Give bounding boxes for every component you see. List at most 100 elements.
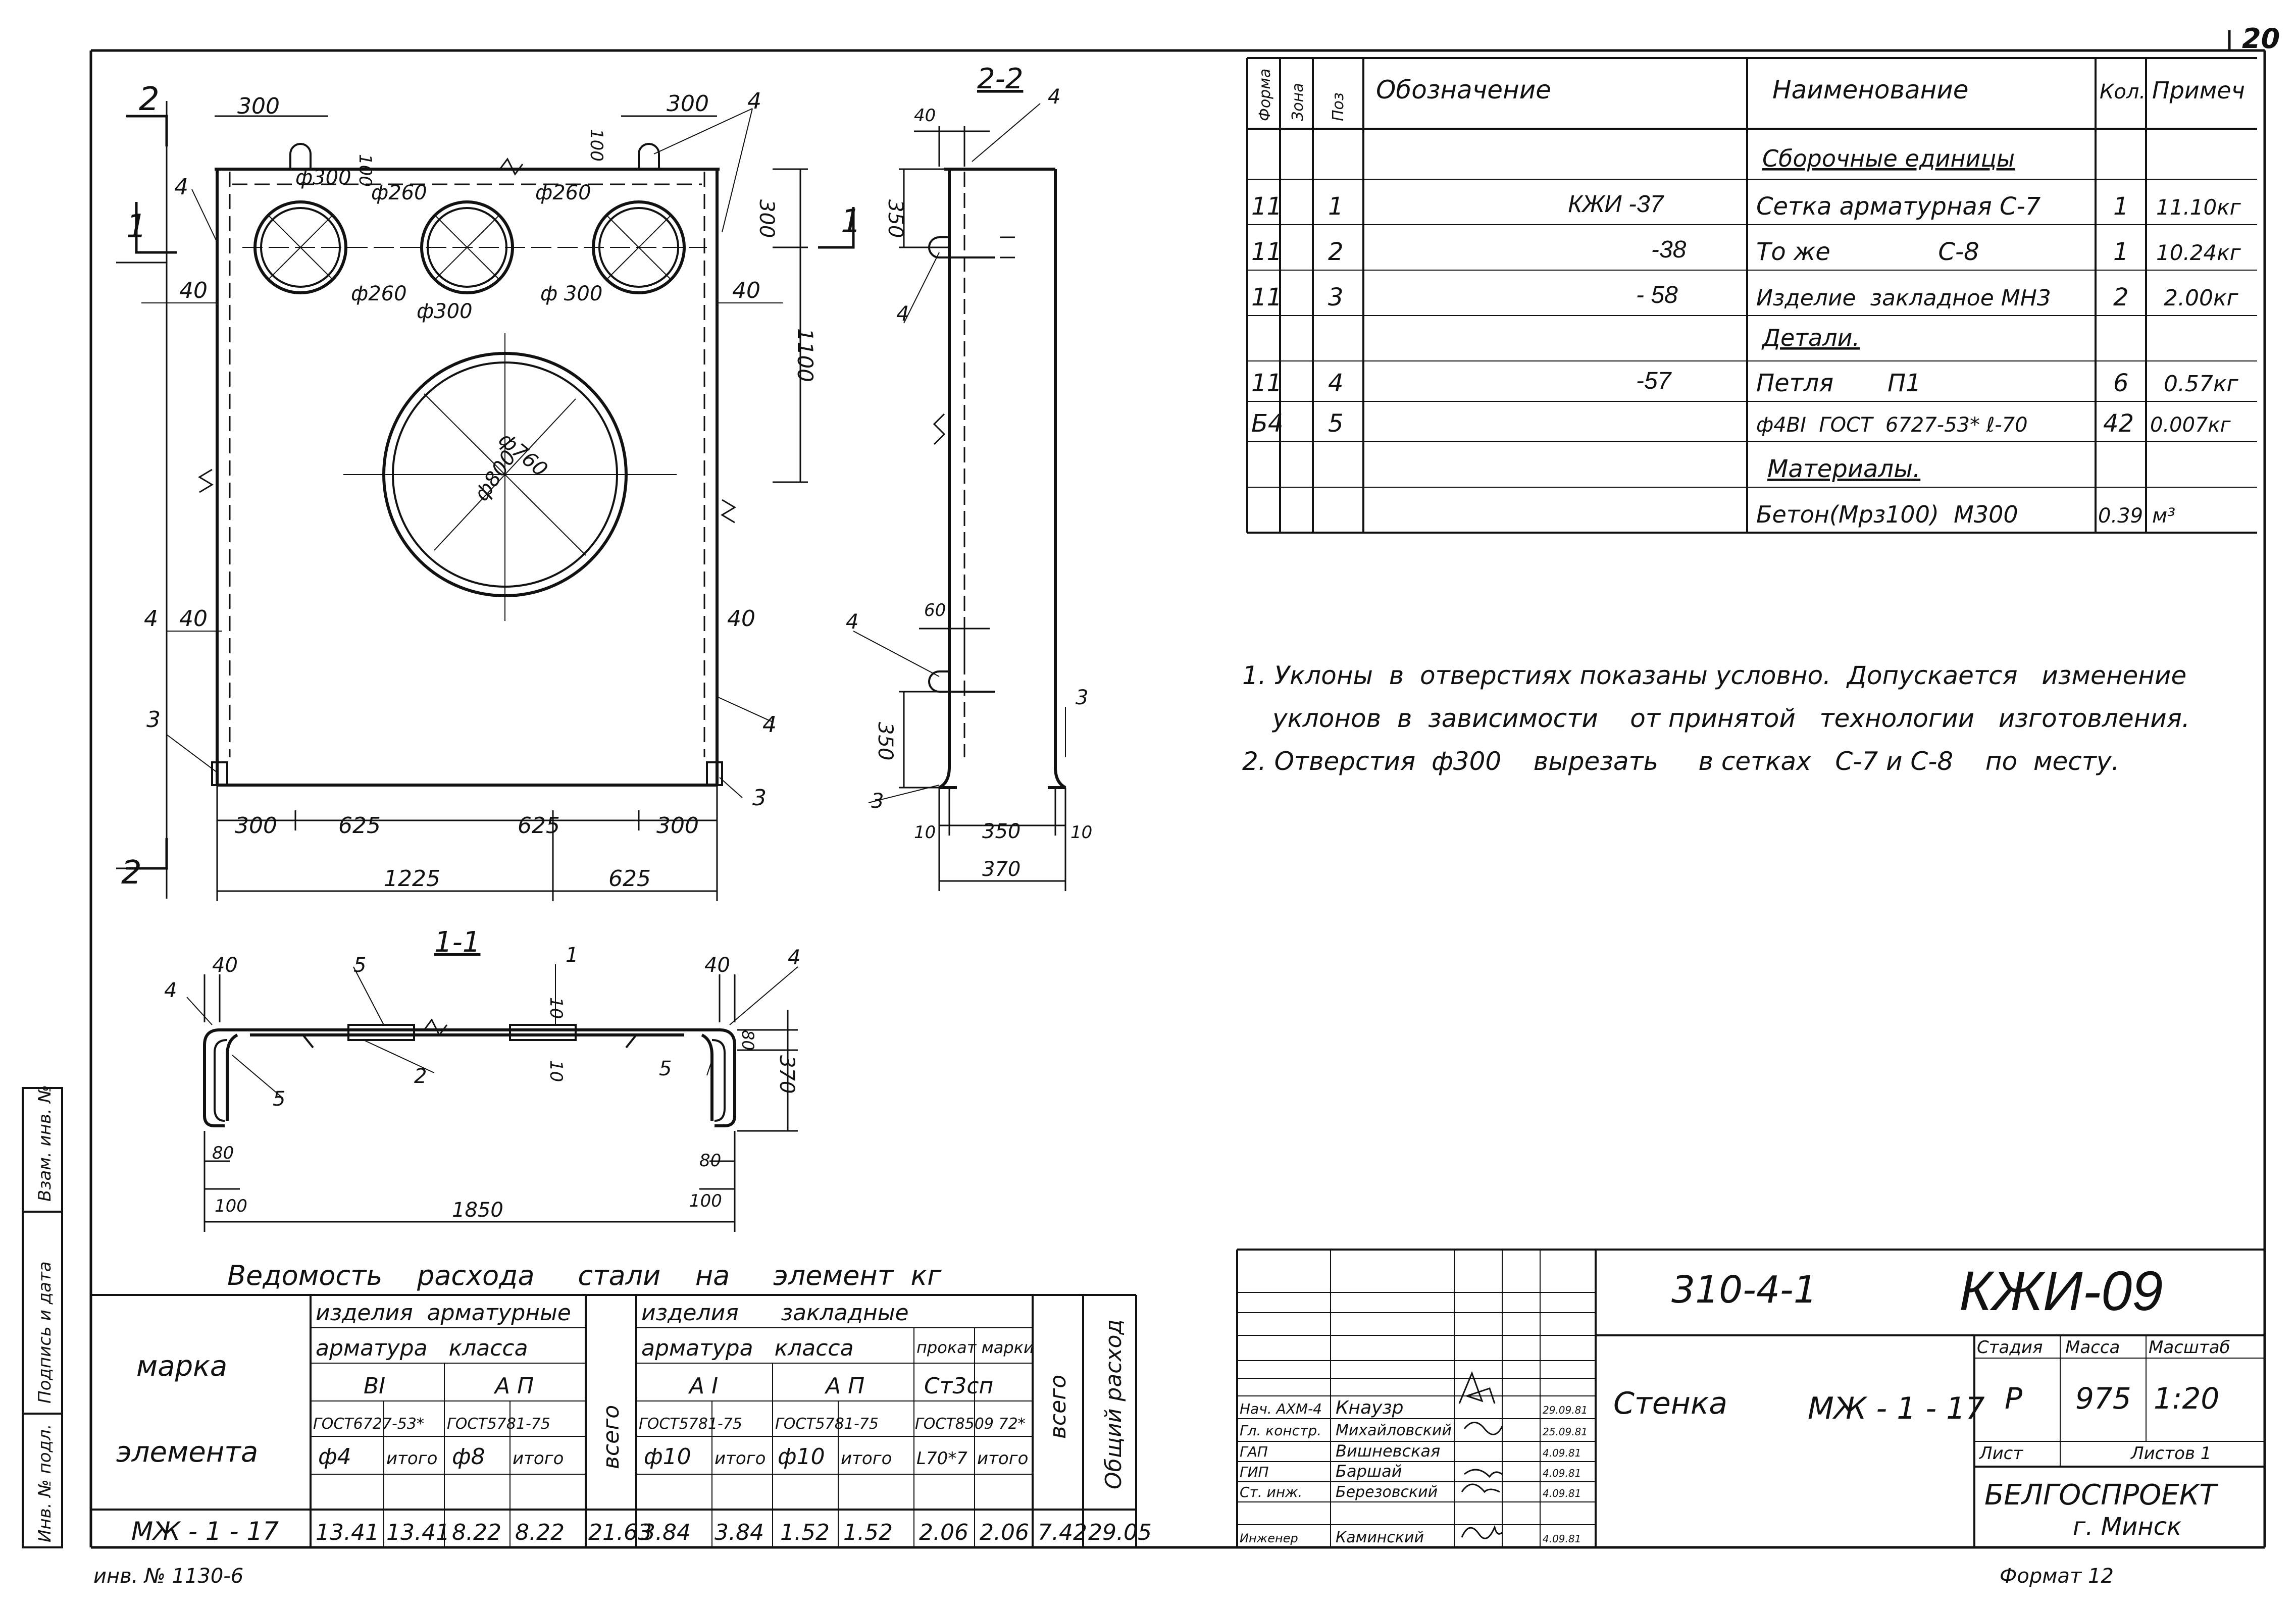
steel-val-3: 8.22 — [452, 1520, 501, 1545]
title-block — [1236, 1249, 2265, 1547]
sec11-pos2: 2 — [414, 1065, 427, 1088]
spec-section-details: Детали. — [1761, 324, 1860, 351]
spec-row1-prim: 11.10кг — [2156, 195, 2241, 220]
spec-row2-forma: 11 — [1251, 238, 1282, 266]
spec-row1-oboz: КЖИ -37 — [1568, 191, 1665, 218]
spec-row6-kol: 0.39 — [2098, 504, 2143, 528]
dim-300-top-left: 300 — [237, 93, 280, 119]
dim-40-right-top: 40 — [732, 278, 760, 303]
person-5-name: Березовский — [1336, 1483, 1438, 1501]
steel-gost-3: ГОСТ5781-75 — [639, 1415, 742, 1433]
steel-table-title: Ведомость расхода стали на элемент кг — [227, 1260, 942, 1291]
steel-L70: L70*7 — [916, 1448, 967, 1469]
side-dim-10a: 10 — [914, 822, 936, 843]
steel-izd-arm: изделия арматурные — [316, 1300, 571, 1326]
side-pos4-top: 4 — [1048, 85, 1060, 109]
spec-row4-forma: 11 — [1251, 369, 1282, 397]
spec-row4-prim: 0.57кг — [2164, 371, 2239, 397]
cut-mark-1-left: 1 — [126, 208, 147, 245]
spec-row5-forma: Б4 — [1251, 409, 1283, 438]
steel-vsego-1: всего — [598, 1405, 624, 1469]
person-4-date: 4.09.81 — [1543, 1467, 1581, 1479]
steel-gost-2: ГОСТ5781-75 — [447, 1415, 550, 1433]
steel-val-6: 3.84 — [641, 1520, 691, 1545]
person-6-role: Инженер — [1240, 1531, 1298, 1545]
stamp-city: г. Минск — [2073, 1513, 2181, 1541]
side-dim-40: 40 — [914, 106, 936, 126]
steel-izd-zakl: изделия закладные — [641, 1300, 909, 1326]
sec11-dim-1850: 1850 — [452, 1199, 503, 1222]
spec-row4-naim: Петля П1 — [1756, 369, 1921, 397]
stamp-list: Лист — [1978, 1443, 2023, 1464]
spec-header-naimenovanie: Наименование — [1772, 75, 1969, 105]
steel-val-9: 1.52 — [843, 1520, 893, 1545]
steel-val-12: 7.42 — [1038, 1520, 1087, 1545]
title-name-b: МЖ - 1 - 17 — [1808, 1391, 1985, 1426]
steel-gost-5: ГОСТ8509 72* — [915, 1415, 1026, 1433]
sec11-dim-40-left: 40 — [212, 954, 238, 977]
side-stamp-c: Инв. № подл. — [35, 1424, 55, 1542]
sec11-dim-80-right: 80 — [699, 1151, 721, 1171]
person-5-date: 4.09.81 — [1543, 1487, 1581, 1499]
steel-itogo-3: итого — [715, 1448, 766, 1469]
cut-mark-2-bottom: 2 — [121, 854, 142, 892]
person-2-date: 25.09.81 — [1543, 1426, 1588, 1438]
person-6-date: 4.09.81 — [1543, 1533, 1581, 1545]
stamp-masshtab-value: 1:20 — [2154, 1381, 2219, 1416]
side-pos4-low: 4 — [846, 610, 858, 634]
spec-row5-naim: ф4ВI ГОСТ 6727-53* ℓ-70 — [1756, 413, 2028, 437]
spec-row6-prim: м³ — [2152, 504, 2175, 528]
steel-itogo-4: итого — [841, 1448, 892, 1469]
spec-row4-poz: 4 — [1328, 369, 1344, 397]
spec-row2-prim: 10.24кг — [2156, 240, 2241, 265]
steel-gost-4: ГОСТ5781-75 — [775, 1415, 879, 1433]
person-1-date: 29.09.81 — [1543, 1404, 1588, 1416]
stamp-stadiya-value: Р — [2005, 1381, 2022, 1416]
steel-val-2: 13.41 — [386, 1520, 450, 1545]
steel-val-4: 8.22 — [515, 1520, 565, 1545]
spec-row5-prim: 0.007кг — [2150, 413, 2231, 437]
sec11-dim-100-right: 100 — [689, 1191, 722, 1211]
person-6-name: Каминский — [1336, 1529, 1424, 1546]
dim-bottom-300a: 300 — [235, 813, 277, 839]
cut-mark-2-top: 2 — [139, 81, 160, 118]
person-2-name: Михайловский — [1336, 1422, 1452, 1439]
spec-row3-oboz: - 58 — [1636, 282, 1678, 308]
dim-bottom-625c: 625 — [608, 866, 651, 892]
steel-gost-1: ГОСТ6727-53* — [313, 1415, 424, 1433]
side-dim-10b: 10 — [1070, 822, 1092, 843]
steel-val-11: 2.06 — [980, 1520, 1029, 1545]
person-3-name: Вишневская — [1336, 1441, 1440, 1461]
spec-row1-poz: 1 — [1328, 192, 1344, 221]
spec-row3-kol: 2 — [2113, 283, 2129, 311]
person-5-role: Ст. инж. — [1240, 1484, 1302, 1500]
stamp-people: Нач. АХМ-4 Кнаузр 29.09.81 Гл. констр. М… — [1240, 1397, 1588, 1546]
steel-row-name: МЖ - 1 - 17 — [131, 1517, 279, 1546]
dim-40-left-bot: 40 — [179, 606, 208, 632]
steel-f8: ф8 — [452, 1444, 485, 1470]
stamp-massa-value: 975 — [2075, 1381, 2131, 1416]
pos3-right: 3 — [752, 785, 767, 811]
sec11-dim-10-b: 10 — [546, 1060, 566, 1082]
format-label: Формат 12 — [2000, 1565, 2114, 1588]
note-1b: уклонов в зависимости от принятой технол… — [1271, 704, 2190, 733]
steel-val-13: 29.05 — [1088, 1520, 1152, 1545]
side-view: 2-2 — [853, 63, 1066, 891]
spec-header-oboznachenie: Обозначение — [1376, 75, 1551, 105]
sec11-pos1: 1 — [566, 944, 578, 967]
person-1-role: Нач. АХМ-4 — [1240, 1400, 1322, 1417]
phi260-c: ф260 — [351, 282, 407, 305]
steel-val-10: 2.06 — [919, 1520, 968, 1545]
phi300-b: ф300 — [417, 300, 473, 323]
dim-bottom-625a: 625 — [338, 813, 381, 839]
pos4-left-top: 4 — [174, 174, 188, 200]
steel-row-values: 13.41 13.41 8.22 8.22 21.63 3.84 3.84 1.… — [316, 1520, 1152, 1545]
dim-300-vertical: 300 — [755, 199, 778, 238]
spec-row1-kol: 1 — [2113, 192, 2129, 221]
spec-row2-kol: 1 — [2113, 238, 2129, 266]
phi300-top-left: ф300 — [295, 166, 351, 189]
person-4-name: Баршай — [1336, 1462, 1402, 1481]
steel-prokat: прокат марки — [916, 1338, 1034, 1357]
steel-f10: ф10 — [644, 1444, 691, 1470]
